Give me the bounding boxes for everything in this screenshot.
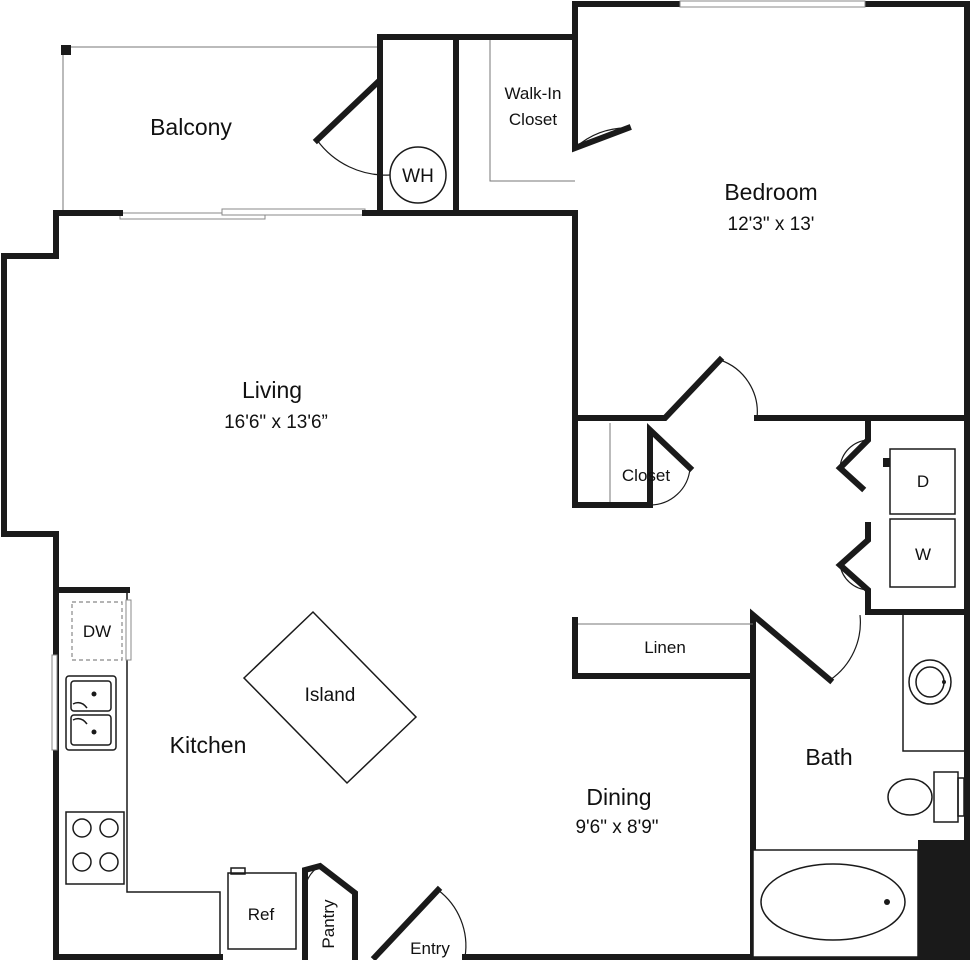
closet-label: Closet xyxy=(622,466,670,485)
bathtub xyxy=(752,840,970,958)
dryer-label: D xyxy=(917,472,929,491)
toilet xyxy=(887,771,965,823)
washer-label: W xyxy=(915,545,931,564)
bath-label: Bath xyxy=(805,744,852,770)
balcony-label: Balcony xyxy=(150,114,232,140)
dining-label: Dining xyxy=(586,784,651,810)
kitchen-label: Kitchen xyxy=(170,732,247,758)
kitchen-island xyxy=(242,610,418,785)
water-heater xyxy=(389,146,447,204)
bedroom-window xyxy=(679,0,866,8)
refrigerator xyxy=(227,867,297,950)
sliding-door-balcony xyxy=(119,208,366,220)
dining-dims: 9'6" x 8'9" xyxy=(575,817,658,838)
living-label: Living xyxy=(242,377,302,403)
bedroom-dims: 12'3" x 13' xyxy=(728,214,815,235)
kitchen-counters xyxy=(51,590,221,957)
washer xyxy=(889,518,956,588)
sink xyxy=(65,675,117,751)
island-label: Island xyxy=(305,685,356,706)
dryer xyxy=(883,448,956,515)
walk-in-closet-label: Walk-In xyxy=(505,84,562,103)
pantry-label: Pantry xyxy=(319,899,338,949)
linen-label: Linen xyxy=(644,638,686,657)
stove xyxy=(65,811,125,885)
living-dims: 16'6" x 13'6” xyxy=(224,412,328,433)
bath-vanity xyxy=(902,612,967,752)
bedroom-label: Bedroom xyxy=(724,179,817,205)
dishwasher-label: DW xyxy=(83,622,111,641)
water-heater-label: WH xyxy=(402,166,434,187)
balcony-area xyxy=(61,45,380,213)
entry-label: Entry xyxy=(410,939,450,958)
walk-in-closet-label-2: Closet xyxy=(509,110,557,129)
refrigerator-label: Ref xyxy=(248,905,275,924)
doors xyxy=(302,127,869,960)
